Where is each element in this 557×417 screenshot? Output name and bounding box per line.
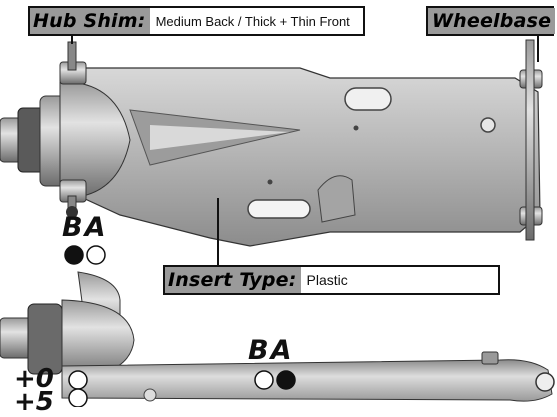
hub-carrier	[0, 20, 131, 219]
insert-type-label: Insert Type:	[165, 267, 301, 293]
suspension-arm	[69, 67, 541, 268]
hub-shim-label: Hub Shim:	[30, 8, 150, 34]
slot-top	[344, 87, 392, 111]
plus-zero-label: +0	[14, 364, 54, 394]
position-a-dot-top	[86, 245, 106, 265]
suspension-diagram	[0, 20, 555, 407]
wheelbase-label: Wheelbase	[428, 8, 556, 34]
position-b-dot-link	[254, 370, 274, 390]
offset-plus-five-dot	[68, 388, 88, 407]
hub-shim-value: Medium Back / Thick + Thin Front	[155, 13, 350, 29]
top-ba-label: BA	[62, 212, 108, 243]
wheelbase-callout: Wheelbase	[426, 6, 556, 36]
plus-five-label: +5	[14, 387, 54, 417]
link-bar	[61, 351, 555, 402]
insert-type-value: Plastic	[306, 272, 348, 288]
link-ba-label: BA	[248, 335, 294, 366]
position-a-dot-link	[276, 370, 296, 390]
hub-shim-callout: Hub Shim: Medium Back / Thick + Thin Fro…	[28, 6, 365, 36]
wheelbase-pin	[519, 36, 543, 241]
position-b-dot-top	[64, 245, 84, 265]
slot-bottom	[247, 199, 311, 219]
insert-type-callout: Insert Type: Plastic	[163, 265, 500, 295]
offset-plus-zero-dot	[68, 370, 88, 390]
lower-hub	[0, 271, 135, 379]
